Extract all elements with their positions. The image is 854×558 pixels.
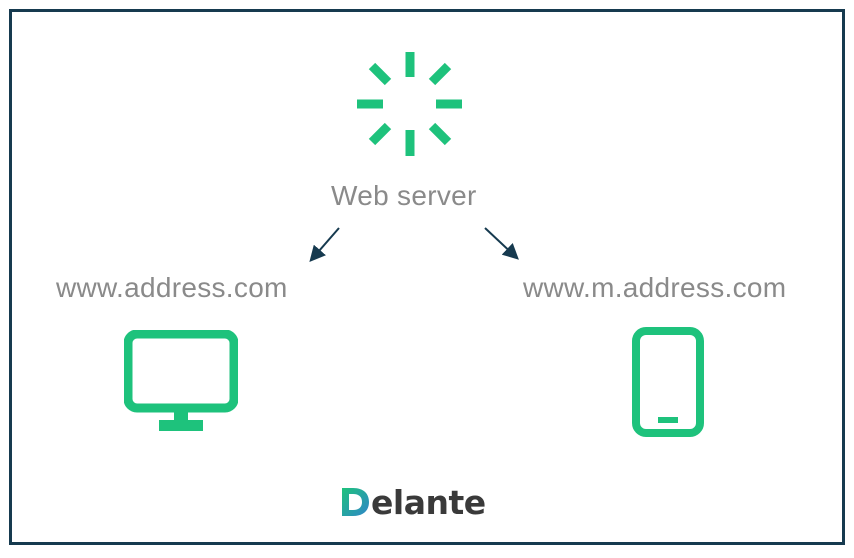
desktop-monitor-icon xyxy=(124,330,238,431)
diagram-frame xyxy=(9,9,845,545)
web-server-label: Web server xyxy=(331,180,477,211)
smartphone-icon xyxy=(632,327,704,437)
delante-logo-mark xyxy=(342,488,369,516)
loading-spinner-icon xyxy=(357,52,462,156)
delante-logo: elante xyxy=(340,482,486,522)
delante-logo-text: elante xyxy=(371,482,486,522)
mobile-address-label: www.m.address.com xyxy=(523,272,787,303)
desktop-address-label: www.address.com xyxy=(56,272,288,303)
